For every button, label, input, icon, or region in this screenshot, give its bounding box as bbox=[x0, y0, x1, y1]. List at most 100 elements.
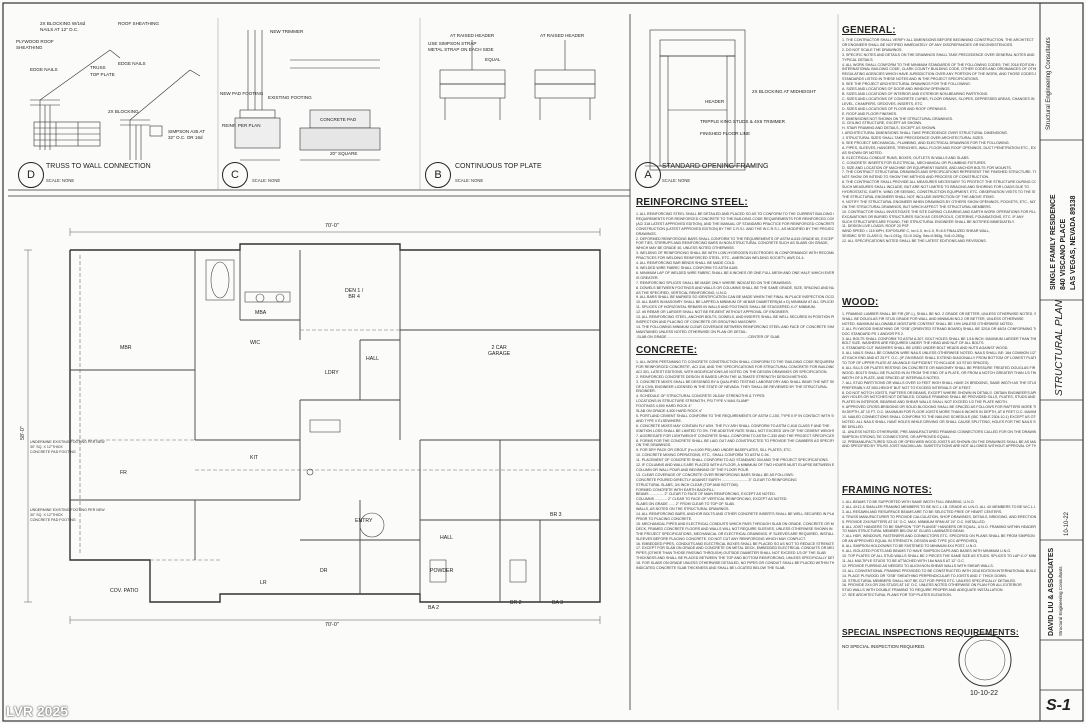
detail-label: SIMPSON A35 AT bbox=[168, 129, 205, 134]
note-line: OF A CIVIL ENGINEER LICENSED IN THE STAT… bbox=[636, 384, 828, 389]
note-line: SUCH STRUCTURES ARE FOUND, THE STRUCTURA… bbox=[842, 219, 1015, 224]
note-line: OR ENGINEER SHALL BE NOTIFIED IMMEDIATEL… bbox=[842, 42, 1014, 47]
detail-label: NEW TRIMMER bbox=[270, 29, 304, 34]
note-line: PIPES (OTHER THAN THOSE PASSING THROUGH)… bbox=[636, 551, 826, 556]
note-line: ON THE STRUCTURAL DRAWINGS, BUT WHICH AF… bbox=[842, 204, 992, 209]
room-label: HALL bbox=[440, 535, 453, 541]
note-line: 7. THE CONTRACT STRUCTURAL DRAWINGS AND … bbox=[842, 170, 1036, 175]
note-line: SLEEVES BEFORE PLACING CONCRETE. DO NOT … bbox=[636, 536, 806, 541]
note-line: 10. ALL BARS IN MASONRY SHALL BE LAPPED … bbox=[636, 300, 834, 305]
note-line: THE PROJECT SPECIFICATIONS, MECHANICAL O… bbox=[636, 531, 834, 536]
note-line: 12. PROVIDE FURRING AS NEEDED TO ALIGN N… bbox=[842, 563, 994, 568]
note-line: 12. IF COLUMNS AND WALLS ARE PLACED WITH… bbox=[636, 463, 834, 468]
note-line: CONSTRUCTION (LATEST APPROVED EDITION) B… bbox=[636, 226, 834, 231]
note-line: STUD WALLS WITH DOUBLE FRAMING TO REQUIR… bbox=[842, 588, 1004, 593]
note-line: DECK, FRAMED CONCRETE FLOORS AND WALLS W… bbox=[636, 526, 833, 531]
note-line: 7. ALL STUD PARTITIONS OR WALLS OVER 10 … bbox=[842, 380, 1036, 385]
room-label: BA 3 bbox=[552, 600, 563, 606]
project-line-1: SINGLE FAMILY RESIDENCE bbox=[1050, 194, 1057, 290]
note-line: BEAMS .............. 2" CLEAR TO FACE OF… bbox=[636, 492, 776, 497]
note-line: TO MAIN STRUCTURAL MEMBER BELOW AT GLUED… bbox=[842, 529, 965, 534]
note-line: REQUIREMENTS FOR REINFORCED CONCRETE TO … bbox=[636, 216, 834, 221]
note-line: 15. MECHANICAL PIPES AND ELECTRICAL COND… bbox=[636, 521, 834, 526]
note-line: 7. REINFORCING SPLICES SHALL BE MADE ONL… bbox=[636, 280, 792, 285]
note-line: FOR REINFORCED CONCRETE', ACI 318, AND T… bbox=[636, 364, 834, 369]
note-line: 13. CLEAR COVERAGE OF CONCRETE OVER REIN… bbox=[636, 472, 794, 477]
note-line: A. PIPES, SLEEVES, HANGERS, TRENCHES, WA… bbox=[842, 145, 1036, 150]
note-line: A. SIZES AND LOCATIONS OF DOOR AND WINDO… bbox=[842, 87, 951, 92]
note-line: 2. REINFORCED CONCRETE DESIGN IS BASED U… bbox=[636, 374, 809, 379]
note-line: SIMPSON STRONG-TIE CONNECTORS, OR APPROV… bbox=[842, 434, 951, 439]
note-line: PRIOR TO PLACING CONCRETE. bbox=[636, 517, 693, 521]
note-line: 12. ALL SPECIFICATIONS NOTED SHALL BE TH… bbox=[842, 239, 987, 244]
section-heading-framing: FRAMING NOTES: bbox=[842, 485, 933, 496]
detail-scale-c: SCALE: NONE bbox=[252, 178, 281, 183]
detail-marker-b: B bbox=[425, 162, 451, 188]
note-line: G. CEILING STRUCTURE, EXCEPT AS SHOWN. bbox=[842, 121, 923, 126]
note-line: 3. WELDING OF REINFORCING SHALL BE WITH … bbox=[636, 251, 834, 256]
note-line: 11. DESIGN LIVE LOADS: ROOF 20 PSF bbox=[842, 224, 909, 229]
note-line: CONCRETE POURED DIRECTLY AGAINST EARTH .… bbox=[636, 477, 797, 482]
note-line: DRAWINGS. bbox=[636, 231, 657, 236]
sheet-title: STRUCTURAL PLAN bbox=[1054, 300, 1065, 396]
note-line: COLUMN OR WALL POUR AND BEGINNING OF THE… bbox=[636, 467, 750, 472]
note-line: 8. DOWELS BETWEEN FOOTINGS AND WALLS OR … bbox=[636, 285, 834, 290]
note-line: 3. ALL BOLTS SHALL CONFORM TO ASTM A-307… bbox=[842, 336, 1036, 341]
note-line: -SLAB ON GRADE .........................… bbox=[636, 334, 780, 339]
note-line: COLUMNS ............ 2" CLEAR TO FACE OF… bbox=[636, 497, 788, 502]
sheet-number: S-1 bbox=[1046, 697, 1071, 714]
note-line: TYPICAL DETAILS. bbox=[842, 57, 874, 62]
note-line: B. SIZES AND LOCATIONS OF INTERIOR AND E… bbox=[842, 91, 989, 96]
seal-date: 10-10-22 bbox=[970, 690, 999, 697]
note-line: FORMED CONCRETE WITH EARTH BACKFILL: bbox=[636, 487, 716, 492]
room-label: BA 2 bbox=[428, 605, 439, 611]
detail-label: AT RAISED HEADER bbox=[450, 33, 495, 38]
detail-title-b: CONTINUOUS TOP PLATE bbox=[455, 163, 542, 170]
note-line: 4. SCHEDULE OF STRUCTURAL CONCRETE 28-DA… bbox=[636, 394, 766, 399]
note-line: AT EACH END AND AT 25 FT. O.C. (IF ON BR… bbox=[842, 356, 1036, 361]
room-label: DEN 1 /BR 4 bbox=[345, 288, 364, 300]
detail-scale-b: SCALE: NONE bbox=[455, 178, 484, 183]
note-line: 6. ALL JOIST HANGERS TO BE SIMPSON "TOP … bbox=[842, 524, 1036, 529]
detail-label: 32" O.C. OR 16d bbox=[168, 135, 203, 140]
note-line: J. STRUCTURAL SIZES SHALL TAKE PRECEDENC… bbox=[842, 136, 984, 141]
detail-label: 20" SQUARE bbox=[330, 151, 358, 156]
note-line: IN DEPTH, AT 10 FT. O.C. MAXIMUM FOR FLO… bbox=[842, 410, 1036, 415]
note-line: IGNITION LOSS SHALL BE LIMITED TO 3%. TH… bbox=[636, 428, 834, 433]
room-label: BR 3 bbox=[550, 512, 562, 518]
note-line: 11. SPLICES OF HORIZONTAL REBARS IN WALL… bbox=[636, 305, 816, 310]
note-line: SLABS ON GRADE ...... 2" FROM CLEAR TO T… bbox=[636, 502, 735, 507]
note-line: 1. ALL REINFORCING STEEL SHALL BE DETAIL… bbox=[636, 212, 834, 216]
note-line: 4. STANDARD CUT WASHERS SHALL BE USED UN… bbox=[842, 346, 1009, 351]
detail-label: SHEATHING bbox=[16, 45, 43, 50]
note-line: 5. PORTLAND CEMENT SHALL CONFORM TO THE … bbox=[636, 413, 834, 418]
note-line: E. ROOF AND FLOOR FINISHES. bbox=[842, 111, 898, 116]
detail-scale-a: SCALE: NONE bbox=[662, 178, 691, 183]
note-line: 14. ALL REINFORCING BARS, ANCHOR BOLTS A… bbox=[636, 512, 834, 517]
note-line: 14. THE FOLLOWING MINIMUM CLEAR COVERAGE… bbox=[636, 324, 834, 329]
note-line: D. SIZE AND LOCATION OF MACHINE OR EQUIP… bbox=[842, 165, 1012, 170]
note-line: 2. ALL 4X12 & SMALLER FRAMING MEMBERS TO… bbox=[842, 504, 1036, 509]
room-label: COV. PATIO bbox=[110, 588, 139, 594]
note-line: STRUCTURAL SLABS, 3/4 INCH CLEAR (TOP AN… bbox=[636, 482, 739, 487]
detail-title-d: TRUSS TO WALL CONNECTION bbox=[46, 163, 151, 170]
room-label: HALL bbox=[366, 356, 379, 362]
note-line: INTERNATIONAL BUILDING CODE, CLARK COUNT… bbox=[842, 67, 1036, 72]
note-line: 9. NOTIFY THE STRUCTURAL ENGINEER WHEN D… bbox=[842, 199, 1036, 204]
note-line: 2. DEFORMED REINFORCING BARS SHALL CONFO… bbox=[636, 236, 834, 241]
title-block-date: 10-10-22 bbox=[1064, 511, 1070, 536]
section-heading-reinforcing: REINFORCING STEEL: bbox=[636, 197, 748, 208]
note-line: 6. CONCRETE MIXES MAY CONTAIN FLY ASH. T… bbox=[636, 423, 830, 428]
note-line: IS GREATER. bbox=[636, 275, 659, 280]
detail-marker-c: C bbox=[222, 162, 248, 188]
note-line: TO TOP OF UPPER PLATE AT AN ANGLE SUFFIC… bbox=[842, 361, 990, 366]
detail-label: TRIPPLE KING STUDS & 4X6 TRIMMER bbox=[700, 119, 785, 124]
note-line: 6. ALL SILLS OR PLATES RESTING ON CONCRE… bbox=[842, 365, 1036, 370]
detail-label: TRUSS bbox=[90, 65, 106, 70]
note-line: FOOTINGS 4,500 HARD ROCK 4" bbox=[636, 404, 692, 409]
project-line-3: LAS VEGAS, NEVADA 89138 bbox=[1070, 195, 1077, 290]
room-label: FR bbox=[120, 470, 127, 476]
note-line: WOOD. BOLTS SHALL BE PLACED IN IN FROM T… bbox=[842, 370, 1036, 375]
title-block-notice: Structural Engineering Consultants bbox=[1046, 37, 1052, 130]
room-label: LDRY bbox=[325, 370, 339, 376]
